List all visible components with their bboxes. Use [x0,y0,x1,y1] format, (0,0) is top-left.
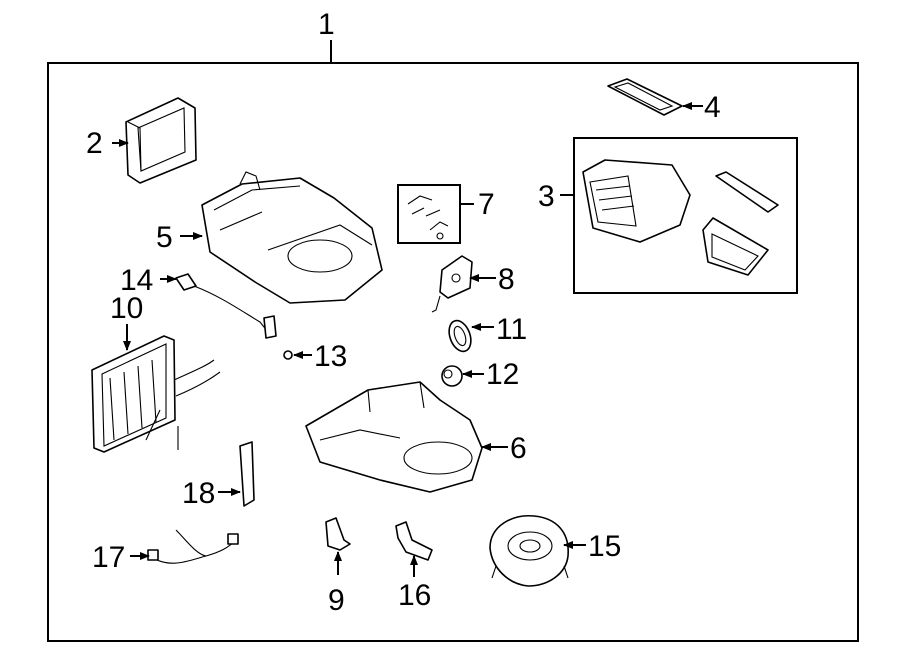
part-2-filter-frame [125,97,197,184]
callout-16: 16 [398,579,431,612]
part-12-bushing [441,365,463,387]
callout-18: 18 [182,477,215,510]
callout-17: 17 [92,541,125,574]
part-11-grommet [448,319,472,353]
callout-10: 10 [110,292,143,325]
part-9-clip [325,517,351,551]
callout-7: 7 [478,188,495,221]
callout-2: 2 [86,127,103,160]
part-18-seal-strip [239,441,255,507]
callout-6: 6 [510,432,527,465]
assembly-frame [47,62,859,642]
part-8-actuator [431,255,473,313]
callout-12: 12 [486,358,519,391]
part-4-seal [607,78,683,116]
part-7-box [397,184,461,244]
callout-4: 4 [704,91,721,124]
part-3-doors [582,159,779,276]
callout-9: 9 [328,584,345,617]
part-5-upper-housing [201,171,383,304]
callout-5: 5 [156,221,173,254]
callout-13: 13 [314,340,347,373]
part-14-sensor [175,273,277,339]
callout-14: 14 [120,264,153,297]
part-13-plug [283,350,293,360]
callout-11: 11 [496,313,527,346]
callout-1: 1 [318,8,335,41]
part-15-blower-motor [489,515,569,587]
part-6-lower-housing [305,381,483,493]
callout-15: 15 [588,530,621,563]
callout-8: 8 [498,263,515,296]
part-10-evaporator [91,335,221,453]
part-16-drain-hose [395,521,433,561]
callout-3: 3 [538,180,555,213]
part-17-harness [147,529,239,564]
part-7-hardware [407,195,449,240]
part-3-box [573,137,798,294]
